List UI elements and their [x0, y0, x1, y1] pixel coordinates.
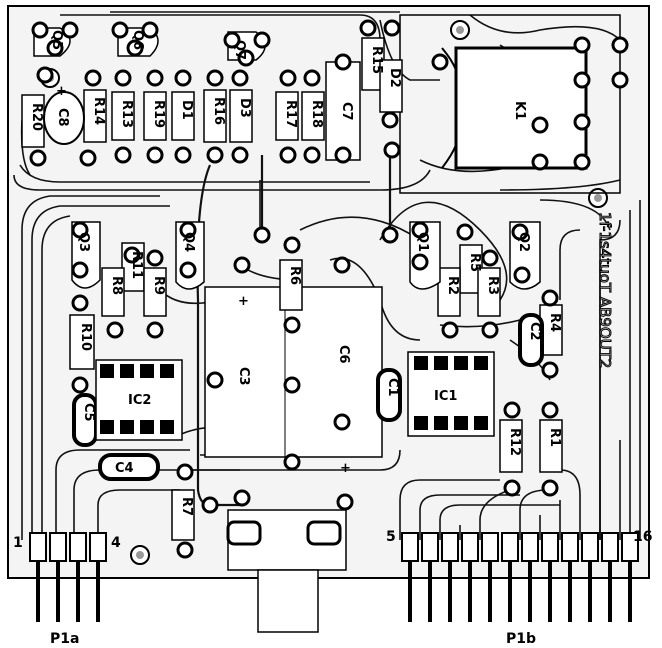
label-q6: Q6 — [130, 30, 145, 50]
label-c4: C4 — [115, 461, 134, 476]
p1a-pin-first: 1 — [13, 535, 23, 551]
component-labels: R20 C8 R14 R13 R19 D1 R16 D3 R17 R18 C7 … — [29, 30, 615, 516]
label-c1: C1 — [385, 378, 400, 397]
label-plus-c6: + — [340, 461, 351, 476]
board-side-text: 1f-1s4tuoT AB9OUT2 — [596, 212, 614, 368]
c3-c6-body — [204, 286, 383, 458]
label-c6: C6 — [336, 345, 351, 364]
label-ic1: IC1 — [434, 389, 457, 404]
label-c8: C8 — [55, 108, 70, 127]
label-r9: R9 — [151, 276, 166, 295]
label-d1: D1 — [179, 100, 194, 120]
label-d2: D2 — [387, 68, 402, 88]
label-r19: R19 — [151, 100, 166, 128]
header-pins — [29, 532, 639, 622]
relay-k1: K1 — [399, 14, 621, 194]
label-r11: R11 — [129, 251, 144, 279]
label-r17: R17 — [283, 100, 298, 128]
label-r5: R5 — [467, 253, 482, 272]
label-plus-c3: + — [238, 294, 249, 309]
label-q2: Q2 — [516, 232, 531, 252]
p1b-pin-last: 16 — [633, 529, 652, 545]
label-r16: R16 — [211, 97, 226, 125]
label-c7: C7 — [339, 102, 354, 121]
label-c3: C3 — [236, 367, 251, 386]
regulator-assembly — [226, 509, 347, 633]
label-ic2: IC2 — [128, 393, 151, 408]
copper-traces — [13, 11, 641, 540]
label-r10: R10 — [78, 323, 93, 351]
label-c2: C2 — [527, 322, 542, 341]
capacitor-bodies — [43, 61, 544, 481]
label-r14: R14 — [91, 97, 106, 125]
label-r13: R13 — [119, 100, 134, 128]
p1b-pin-first: 5 — [386, 529, 396, 545]
solder-pads — [29, 19, 629, 559]
label-r18: R18 — [309, 100, 324, 128]
label-q7: Q7 — [232, 40, 247, 60]
p1a-label: P1a — [50, 631, 79, 647]
label-q3: Q3 — [76, 232, 91, 252]
label-r8: R8 — [109, 276, 124, 295]
label-q5: Q5 — [49, 30, 64, 50]
label-q4: Q4 — [181, 232, 196, 252]
p1b-label: P1b — [506, 631, 536, 647]
label-c5: C5 — [81, 403, 96, 422]
label-q1: Q1 — [415, 232, 430, 252]
relay-label: K1 — [512, 101, 527, 120]
resistor-bodies — [21, 37, 563, 541]
label-r6: R6 — [287, 266, 302, 285]
label-plus-c8: + — [56, 84, 67, 99]
label-r7: R7 — [179, 497, 194, 516]
label-r20: R20 — [29, 103, 44, 131]
label-r1: R1 — [547, 428, 562, 447]
label-r3: R3 — [485, 276, 500, 295]
label-r12: R12 — [507, 428, 522, 456]
label-d3: D3 — [237, 98, 252, 118]
diode-bodies — [171, 59, 403, 143]
label-r4: R4 — [547, 313, 562, 332]
label-r2: R2 — [445, 276, 460, 295]
label-r15: R15 — [369, 46, 384, 74]
p1a-pin-last: 4 — [111, 535, 121, 551]
